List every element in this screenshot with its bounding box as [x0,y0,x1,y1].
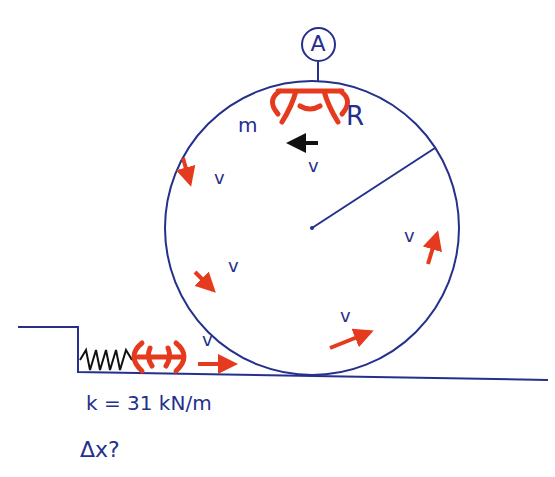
cart-symbol [134,343,184,371]
velocity-label: v [340,306,351,326]
spring-symbol [80,350,132,370]
center-dot [310,226,314,230]
velocity-label: v [214,168,225,188]
point-marker-circle: A [301,27,336,62]
point-marker-line [317,62,319,81]
velocity-label: v [202,330,213,350]
mass-label: m [238,114,257,136]
velocity-arrow [290,141,318,145]
velocity-label: v [308,156,319,176]
velocity-label: v [228,256,239,276]
velocity-arrow [198,362,234,366]
cart-symbol [272,91,347,122]
spring-constant: k = 31 kN/m [86,392,212,414]
unknown-label: Δx? [80,438,120,462]
velocity-arrow [330,332,370,348]
radius-label: R [346,102,364,131]
velocity-arrow [195,272,213,290]
point-label: A [310,32,325,56]
velocity-arrow [428,234,437,264]
radius-line [312,148,435,228]
velocity-label: v [404,226,415,246]
loop-track [165,81,459,375]
velocity-arrow [183,158,190,183]
